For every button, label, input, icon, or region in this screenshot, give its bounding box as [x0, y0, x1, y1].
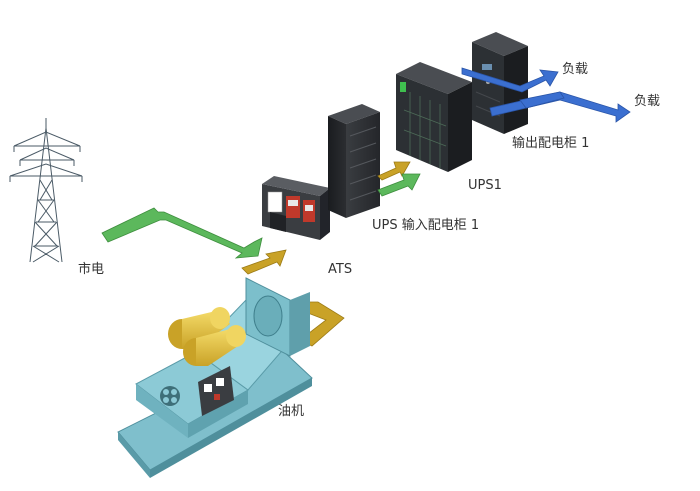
- generator-power-arrow: [241, 249, 287, 275]
- output-cabinet-label: 输出配电柜 1: [512, 136, 590, 151]
- load-label-1: 负载: [562, 62, 589, 77]
- ups-cabinet-icon: [396, 62, 472, 172]
- transmission-tower-icon: [9, 118, 83, 263]
- ups-input-cabinet-label: UPS 输入配电柜 1: [372, 218, 480, 233]
- generator-icon: [117, 277, 313, 478]
- ups-input-cabinet-icon: [328, 104, 380, 218]
- generator-label: 油机: [278, 404, 305, 419]
- ups-input-green-arrow: [377, 173, 421, 197]
- ats-switch-icon: [262, 176, 330, 240]
- grid-label: 市电: [78, 262, 105, 277]
- load-label-2: 负载: [634, 94, 661, 109]
- utility-power-arrow: [101, 207, 263, 259]
- ups-label: UPS1: [468, 178, 502, 193]
- load-arrow-3: [519, 91, 565, 109]
- load-arrow-1: [461, 67, 559, 93]
- ups-input-yellow-arrow: [377, 161, 411, 181]
- ats-label: ATS: [328, 262, 353, 277]
